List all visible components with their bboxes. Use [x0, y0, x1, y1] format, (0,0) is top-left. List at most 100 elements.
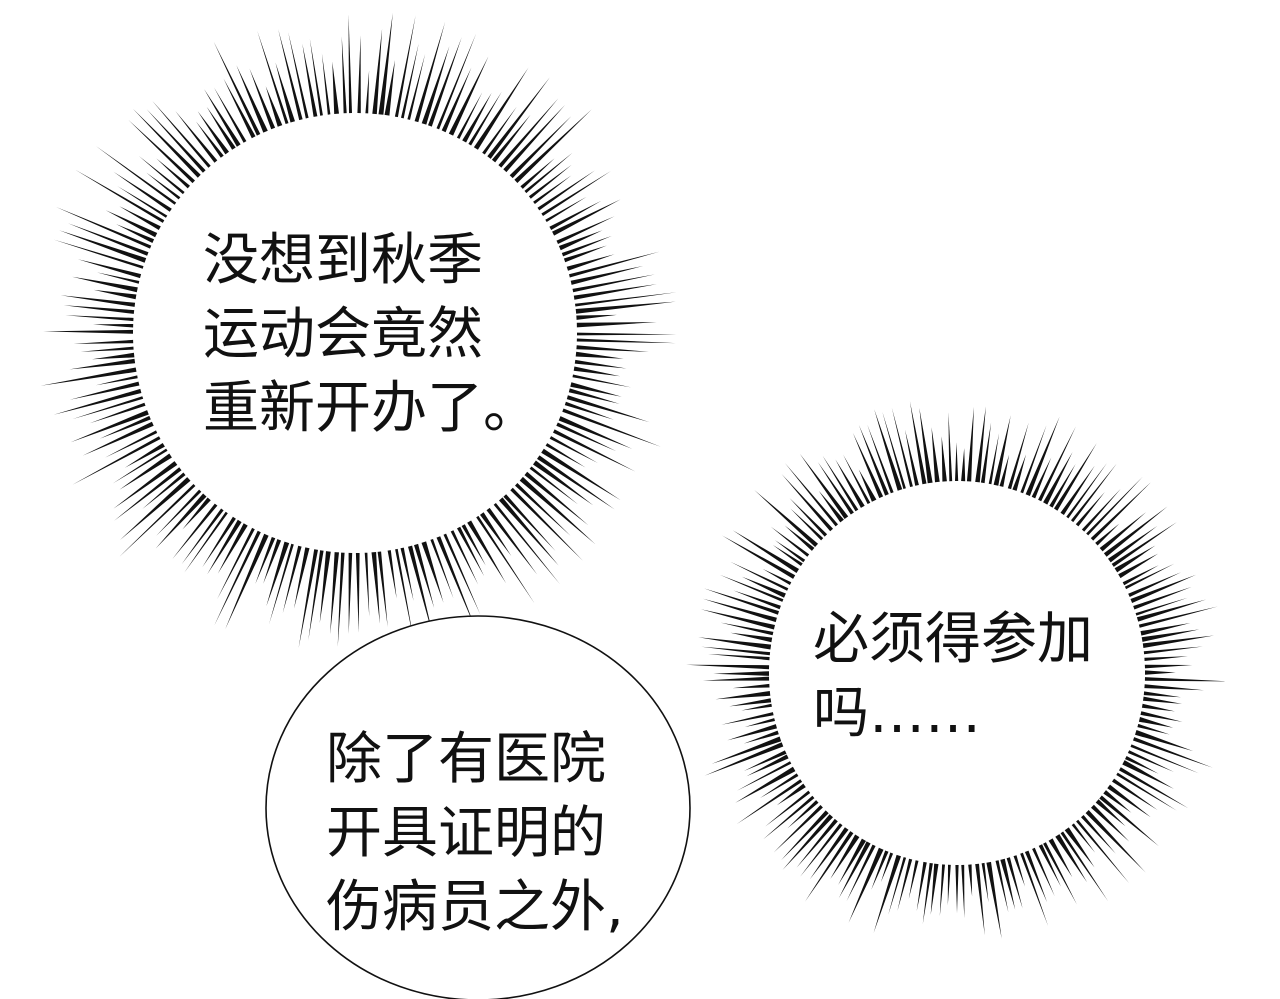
burst-spike: [719, 574, 784, 602]
burst-spike: [357, 35, 361, 114]
burst-spike: [720, 622, 774, 636]
burst-spike: [524, 471, 589, 526]
burst-spike: [1143, 691, 1181, 698]
burst-spike: [541, 171, 611, 216]
burst-spike: [698, 637, 772, 650]
burst-spike: [93, 324, 134, 328]
burst-spike: [1144, 677, 1229, 682]
burst-spike: [1099, 795, 1159, 847]
burst-spike: [1140, 711, 1183, 722]
burst-spike: [372, 28, 383, 115]
burst-spike: [744, 718, 775, 727]
burst-spike: [95, 375, 138, 386]
burst-spike: [1111, 522, 1177, 567]
burst-spike: [92, 352, 135, 360]
burst-spike: [1043, 452, 1073, 505]
burst-spike: [1136, 599, 1207, 622]
burst-spike: [68, 223, 149, 256]
burst-spike: [384, 60, 395, 116]
round-speech-bubble: [265, 615, 691, 999]
burst-spike: [708, 654, 770, 661]
burst-spike: [986, 861, 1002, 939]
burst-spike: [40, 367, 137, 386]
burst-spike: [156, 158, 190, 189]
burst-spike: [746, 754, 789, 777]
burst-spike: [1048, 838, 1073, 878]
burst-spike: [473, 67, 529, 150]
burst-spike: [1095, 523, 1120, 546]
burst-spike: [156, 489, 202, 536]
burst-spike: [213, 41, 261, 136]
burst-spike: [765, 790, 811, 827]
burst-spike: [874, 409, 903, 491]
burst-spike: [1119, 767, 1189, 809]
burst-spike: [799, 453, 849, 519]
burst-spike: [835, 459, 865, 508]
bubble-a-text: 没想到秋季 运动会竟然 重新开办了。: [203, 224, 539, 446]
burst-spike: [377, 551, 388, 627]
burst-spike: [955, 442, 959, 481]
burst-spike: [275, 62, 295, 123]
burst-spike: [541, 448, 621, 501]
burst-spike: [476, 515, 535, 604]
burst-spike: [330, 552, 339, 635]
burst-spike: [947, 864, 951, 906]
burst-spike: [59, 230, 147, 263]
burst-spike: [249, 68, 276, 130]
burst-spike: [99, 415, 151, 439]
burst-spike: [817, 462, 854, 515]
burst-spike: [63, 305, 135, 314]
burst-spike: [72, 436, 161, 485]
burst-spike: [308, 550, 324, 641]
burst-spike: [775, 540, 806, 563]
burst-spike: [105, 210, 158, 238]
burst-spike: [922, 863, 933, 924]
burst-spike: [789, 498, 828, 537]
burst-spike: [428, 37, 462, 127]
burst-spike: [787, 800, 819, 829]
burst-spike: [721, 712, 774, 725]
bubble-c-line-1: 除了有医院: [326, 727, 606, 792]
burst-spike: [704, 742, 784, 776]
burst-spike: [1090, 482, 1151, 541]
burst-spike: [408, 545, 435, 641]
burst-spike: [701, 646, 771, 656]
burst-spike: [1133, 737, 1213, 768]
burst-spike: [491, 114, 531, 163]
burst-spike: [1007, 422, 1029, 490]
burst-spike: [519, 476, 596, 545]
burst-spike: [1049, 464, 1076, 508]
burst-spike: [730, 561, 789, 591]
burst-spike: [867, 424, 894, 494]
burst-spike: [822, 455, 859, 512]
burst-spike: [172, 503, 218, 560]
burst-spike: [1135, 597, 1188, 616]
burst-spike: [1025, 416, 1060, 496]
bubble-b-line-2: 吗……: [813, 681, 981, 746]
burst-spike: [575, 301, 676, 314]
burst-spike: [882, 411, 906, 489]
burst-spike: [556, 422, 617, 452]
burst-spike: [759, 773, 799, 799]
burst-spike: [537, 455, 615, 510]
burst-spike: [577, 332, 677, 336]
burst-spike: [298, 549, 318, 648]
burst-spike: [421, 541, 444, 603]
burst-spike: [1112, 778, 1158, 810]
burst-spike: [53, 388, 142, 415]
burst-spike: [549, 200, 602, 230]
burst-spike: [763, 795, 815, 840]
burst-spike: [939, 864, 945, 917]
burst-spike: [858, 425, 889, 496]
burst-spike: [1055, 834, 1088, 883]
burst-spike: [566, 395, 650, 423]
burst-spike: [493, 503, 560, 585]
burst-spike: [553, 429, 636, 472]
burst-spike: [1006, 857, 1023, 909]
burst-spike: [255, 537, 276, 584]
burst-spike: [69, 381, 140, 400]
burst-spike: [146, 109, 206, 173]
burst-spike: [733, 590, 781, 610]
burst-spike: [999, 454, 1010, 487]
burst-spike: [852, 432, 884, 499]
